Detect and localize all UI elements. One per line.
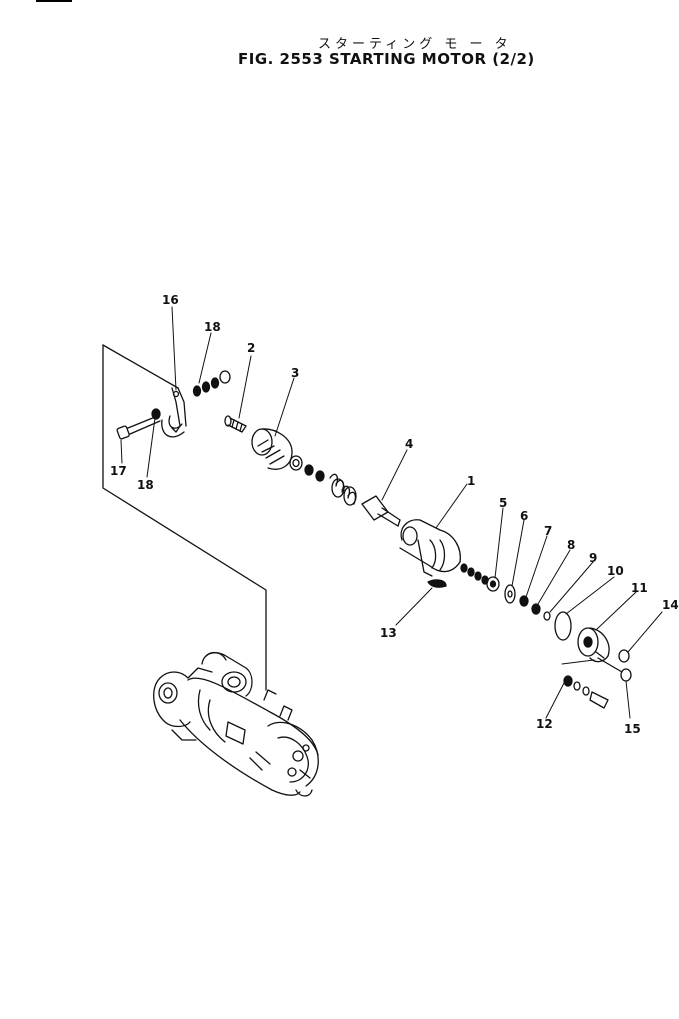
callout-3: 3 <box>291 366 299 380</box>
part-3-pinion-gear <box>251 428 325 482</box>
assembly-bracket <box>102 344 267 691</box>
leader-lines <box>120 306 663 719</box>
part-6-washer <box>504 584 516 604</box>
part-7-ring <box>519 595 529 607</box>
part-12-bolt-group <box>563 675 609 709</box>
callout-4: 4 <box>405 437 413 451</box>
callout-8: 8 <box>567 538 575 552</box>
callout-12: 12 <box>536 717 553 731</box>
callout-1: 1 <box>467 474 475 488</box>
callout-7: 7 <box>544 524 552 538</box>
part-8-ring <box>531 603 541 615</box>
part-10-o-ring <box>554 611 572 641</box>
part-9-washer <box>543 611 551 621</box>
washer-18-lower <box>151 408 161 420</box>
callout-16: 16 <box>162 293 179 307</box>
callout-15: 15 <box>624 722 641 736</box>
starting-motor-assembly <box>153 651 319 797</box>
figure-title-japanese: スターティング モ ー タ <box>318 37 512 52</box>
callout-5: 5 <box>499 496 507 510</box>
part-1-housing <box>399 519 461 577</box>
part-13-pin <box>427 579 447 588</box>
part-2-pin <box>224 415 247 433</box>
callout-9: 9 <box>589 551 597 565</box>
clutch-spring <box>329 473 357 506</box>
callout-11: 11 <box>631 581 648 595</box>
part-14-cap <box>618 649 630 663</box>
shift-lever <box>161 387 187 438</box>
callout-17: 17 <box>110 464 127 478</box>
callout-10: 10 <box>607 564 624 578</box>
callout-13: 13 <box>380 626 397 640</box>
part-5-ring <box>486 576 500 592</box>
callout-18-upper: 18 <box>204 320 221 334</box>
callout-14: 14 <box>662 598 679 612</box>
small-spring <box>460 563 489 585</box>
washers-18-upper <box>192 370 231 397</box>
callout-labels: 1 2 3 4 5 6 7 8 9 10 11 12 13 14 15 16 1… <box>110 293 679 736</box>
callout-6: 6 <box>520 509 528 523</box>
corner-mark <box>36 0 72 2</box>
callout-18-lower: 18 <box>137 478 154 492</box>
part-4-shaft <box>361 495 401 527</box>
part-11-cover <box>577 627 610 663</box>
figure-title: FIG. 2553 STARTING MOTOR (2/2) <box>238 50 535 68</box>
callout-2: 2 <box>247 341 255 355</box>
